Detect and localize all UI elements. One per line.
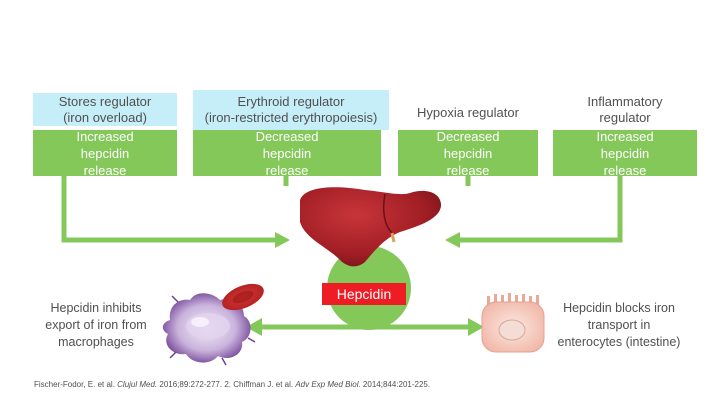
regulator-inflammatory: Inflammatory regulator [553,93,697,126]
citation-journal2: Adv Exp Med Biol. [295,380,361,389]
regulator-hypoxia-label: Hypoxia regulator [417,104,519,120]
regulator-inflammatory-label: Inflammatory regulator [587,93,663,125]
arrow-head-right [445,232,460,248]
regulator-erythroid: Erythroid regulator (iron-restricted ery… [193,90,389,130]
hepcidin-label: Hepcidin [322,283,406,305]
citation-part1: Fischer-Fodor, E. et al. [34,380,118,389]
red-blood-cell-illustration [222,283,264,311]
citation-part2: 2016;89:272-277. 2. Chiffman J. et al. [157,380,296,389]
regulator-stores: Stores regulator (iron overload) [33,93,177,126]
effect-erythroid: Decreased hepcidin release [193,128,381,178]
effect-hypoxia: Decreased hepcidin release [398,128,538,178]
enterocyte-text: Hepcidin blocks iron transport in entero… [557,301,681,349]
effect-stores-label: Increased hepcidin release [76,128,134,178]
effect-inflammatory: Increased hepcidin release [553,128,697,178]
citation-journal1: Clujul Med. [117,380,158,389]
regulator-stores-label: Stores regulator (iron overload) [58,93,152,125]
enterocyte-illustration [481,293,545,353]
flow-arrows [61,176,623,243]
regulator-hypoxia: Hypoxia regulator [398,96,538,129]
regulator-erythroid-label: Erythroid regulator (iron-restricted ery… [204,94,378,125]
citation-part3: 2014;844:201-225. [360,380,431,389]
citation: Fischer-Fodor, E. et al. Clujul Med. 201… [34,380,430,389]
arrow-head-left [275,232,290,248]
effect-hypoxia-label: Decreased hepcidin release [436,128,500,178]
effect-erythroid-label: Decreased hepcidin release [255,128,319,178]
macrophage-text: Hepcidin inhibits export of iron from ma… [45,301,147,349]
liver-illustration [300,187,442,267]
macrophage-illustration [162,293,256,366]
effect-stores: Increased hepcidin release [33,128,177,178]
effect-inflammatory-label: Increased hepcidin release [596,128,654,178]
